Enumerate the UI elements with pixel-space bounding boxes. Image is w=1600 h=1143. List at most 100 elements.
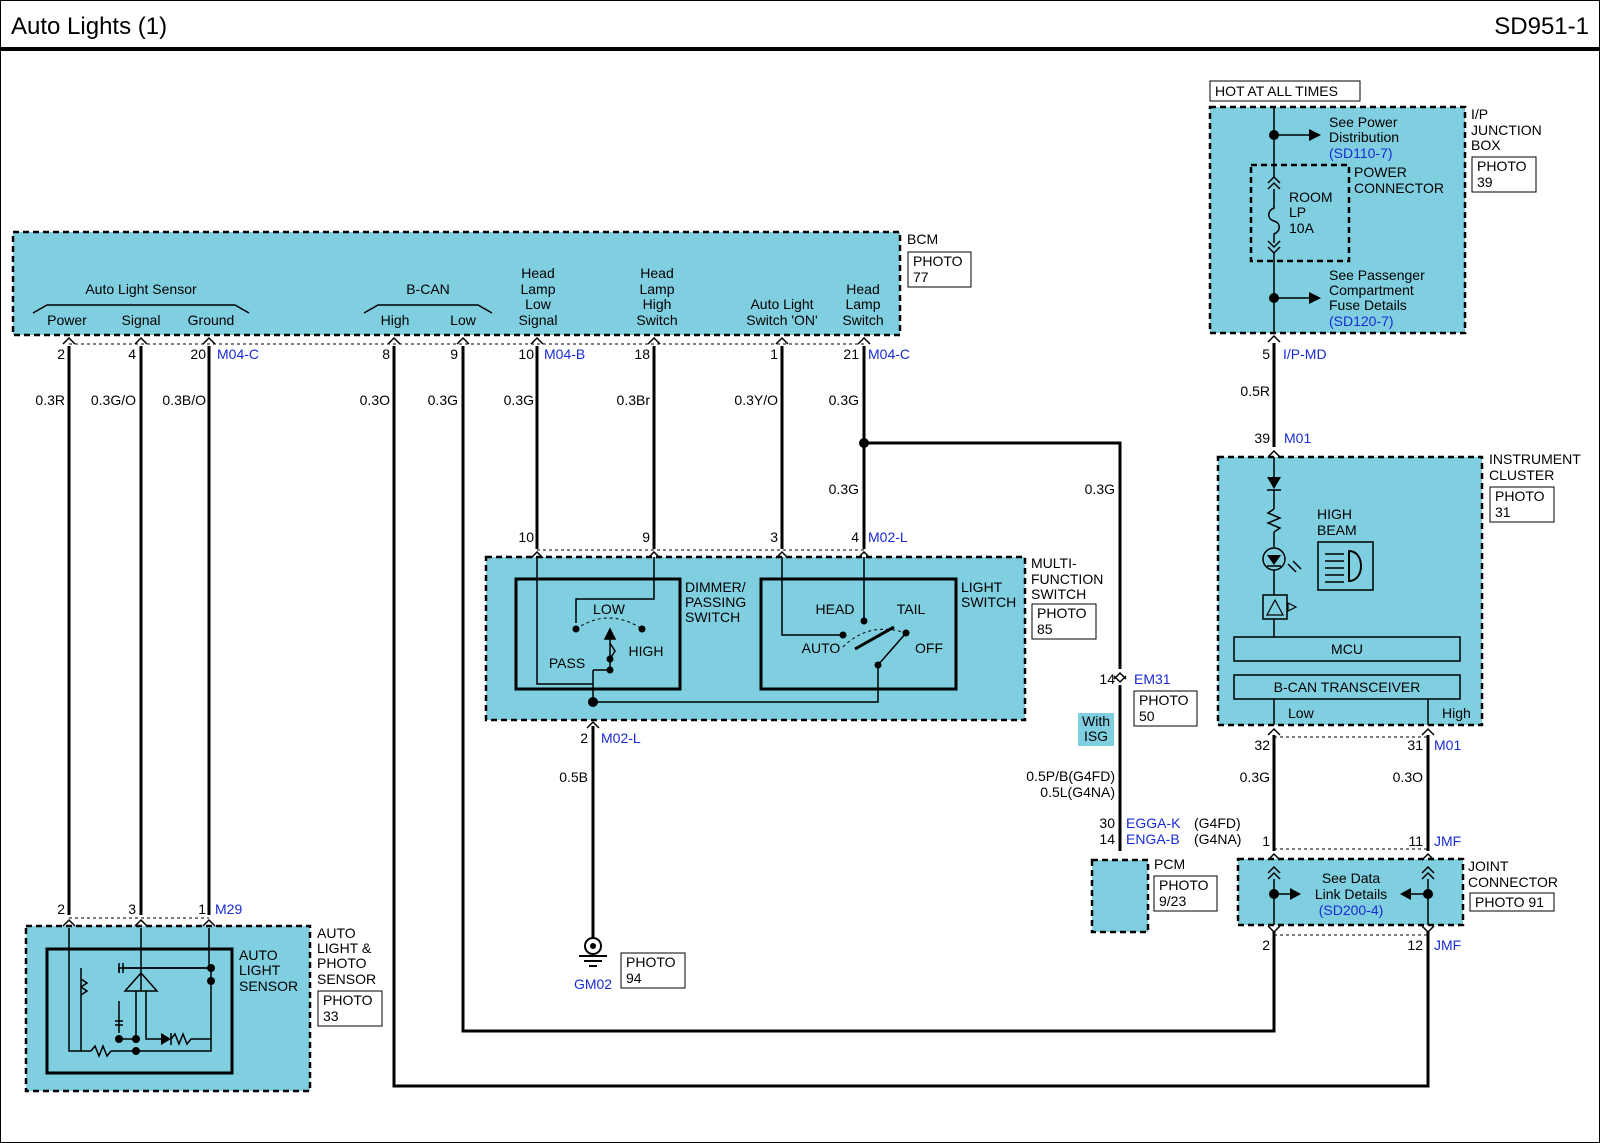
fuse-label-2: LP bbox=[1289, 204, 1306, 220]
bcm-connector-b: M04-B bbox=[544, 346, 585, 362]
pcm-pin-2: 14 bbox=[1099, 831, 1115, 847]
bcm-pin-number: 1 bbox=[770, 346, 778, 362]
wire-label: 0.3G/O bbox=[91, 392, 136, 408]
light-switch-name-2: SWITCH bbox=[961, 594, 1016, 610]
wire-label: 0.5L(G4NA) bbox=[1040, 784, 1115, 800]
bcm-pin-ground: Ground bbox=[188, 312, 235, 328]
wire-label: 0.3G bbox=[428, 392, 458, 408]
ipjb-pin: 5 bbox=[1262, 346, 1270, 362]
sensor-pin-number: 3 bbox=[128, 901, 136, 917]
power-connector-2: CONNECTOR bbox=[1354, 180, 1444, 196]
sensor-name-3: PHOTO bbox=[317, 955, 367, 971]
high-beam-1: HIGH bbox=[1317, 506, 1352, 522]
bcm-pin-hl-high-3: High bbox=[643, 296, 672, 312]
bcm-pin-number: 2 bbox=[57, 346, 65, 362]
bcm-pin-hl-low-2: Lamp bbox=[520, 281, 555, 297]
sensor-name-4: SENSOR bbox=[317, 971, 376, 987]
cluster-photo-box bbox=[1489, 486, 1555, 523]
bcm-pin-number: 10 bbox=[518, 346, 534, 362]
wire-label: 0.5P/B(G4FD) bbox=[1026, 768, 1115, 784]
pcm-pin-1: 30 bbox=[1099, 815, 1115, 831]
dimmer-low: LOW bbox=[593, 601, 626, 617]
sensor-inner-2: LIGHT bbox=[239, 962, 281, 978]
wire-label: 0.3B/O bbox=[162, 392, 206, 408]
header-bar: Auto Lights (1) SD951-1 bbox=[1, 1, 1599, 51]
ipjb-box bbox=[1208, 105, 1467, 335]
bcm-pin-number: 4 bbox=[128, 346, 136, 362]
fuse-label-3: 10A bbox=[1289, 220, 1315, 236]
sensor-inner-3: SENSOR bbox=[239, 978, 298, 994]
diagram-code: SD951-1 bbox=[1494, 13, 1589, 40]
mfs-ground-splice bbox=[588, 697, 598, 707]
isg-badge bbox=[1078, 713, 1114, 746]
dimmer-switch-box bbox=[514, 577, 682, 691]
bcm-group-bcan: B-CAN bbox=[406, 281, 450, 297]
bcm-pin-number: 20 bbox=[190, 346, 206, 362]
splice-dot bbox=[859, 438, 869, 448]
jc-see-2: Link Details bbox=[1315, 886, 1387, 902]
ipjb-photo-box bbox=[1471, 156, 1537, 193]
ipjb-photo: PHOTO bbox=[1477, 158, 1527, 174]
ipjb-name-3: BOX bbox=[1471, 137, 1501, 153]
light-switch-box bbox=[759, 577, 958, 691]
wire-label: 0.5B bbox=[559, 769, 588, 785]
em31-pin: 14 bbox=[1099, 671, 1115, 687]
ground-photo-no: 94 bbox=[626, 970, 642, 986]
power-connector-box bbox=[1249, 163, 1351, 263]
sensor-box bbox=[24, 924, 312, 1093]
ipjb-see2-1: See Passenger bbox=[1329, 267, 1425, 283]
wires bbox=[67, 343, 1430, 1088]
ipjb-connector: I/P-MD bbox=[1283, 346, 1327, 362]
sensor-name-2: LIGHT & bbox=[317, 940, 372, 956]
sensor-photo-no: 33 bbox=[323, 1008, 339, 1024]
sensor-inner-box bbox=[45, 947, 234, 1075]
cluster-pin-low: 32 bbox=[1254, 737, 1270, 753]
pcm-connector-1: EGGA-K bbox=[1126, 815, 1181, 831]
sensor-connector: M29 bbox=[215, 901, 242, 917]
ipjb-see2-ref: (SD120-7) bbox=[1329, 313, 1394, 329]
sensor-inner-1: AUTO bbox=[239, 947, 278, 963]
em31-connector: EM31 bbox=[1134, 671, 1171, 687]
mcu-box bbox=[1233, 636, 1461, 662]
ipjb-photo-no: 39 bbox=[1477, 174, 1493, 190]
bcm-pin-als: Auto Light Switch 'ON' bbox=[746, 296, 817, 328]
jc-pin-left: 1 bbox=[1262, 833, 1270, 849]
dimmer-name-1: DIMMER/ bbox=[685, 579, 746, 595]
light-off: OFF bbox=[915, 640, 943, 656]
bcm-pin-hls-3: Switch bbox=[842, 312, 883, 328]
pcm-variant-2: (G4NA) bbox=[1194, 831, 1241, 847]
wire-label: 0.3G bbox=[829, 392, 859, 408]
ipjb-see2-2: Compartment bbox=[1329, 282, 1414, 298]
jc-name-1: JOINT bbox=[1468, 858, 1509, 874]
dimmer-switch-schematic bbox=[536, 557, 907, 704]
bcan-transceiver-box bbox=[1233, 674, 1461, 700]
ipjb-see1-1: See Power bbox=[1329, 114, 1398, 130]
jc-pin-bottom-left: 2 bbox=[1262, 937, 1270, 953]
cluster-photo: PHOTO bbox=[1495, 488, 1545, 504]
wire-label: 0.3G bbox=[504, 392, 534, 408]
wire-label: 0.3G bbox=[829, 481, 859, 497]
jc-name-2: CONNECTOR bbox=[1468, 874, 1558, 890]
mfs-name-2: FUNCTION bbox=[1031, 571, 1103, 587]
wire-label: 0.3Y/O bbox=[734, 392, 778, 408]
wire-labels: 0.3R 0.3G/O 0.3B/O 0.3O 0.3G 0.3G 0.3Br … bbox=[35, 383, 1423, 800]
bcan-transceiver-label: B-CAN TRANSCEIVER bbox=[1274, 679, 1421, 695]
bcm-connector-c2: M04-C bbox=[868, 346, 910, 362]
pcm-photo-box bbox=[1153, 875, 1218, 912]
fuse-label-1: ROOM bbox=[1289, 189, 1333, 205]
mfs-box bbox=[484, 555, 1027, 722]
bcm-pin-number: 21 bbox=[843, 346, 859, 362]
ground-symbol-icon bbox=[579, 937, 607, 967]
dimmer-high: HIGH bbox=[629, 643, 664, 659]
mfs-photo-no: 85 bbox=[1037, 621, 1053, 637]
light-tail: TAIL bbox=[897, 601, 926, 617]
mfs-pin-number: 10 bbox=[518, 529, 534, 545]
page-title: Auto Lights (1) bbox=[11, 13, 168, 40]
cluster-name-2: CLUSTER bbox=[1489, 467, 1554, 483]
bcm-group-bcan-bracket bbox=[363, 304, 493, 314]
mfs-pin-number: 4 bbox=[851, 529, 859, 545]
pcm-photo: PHOTO bbox=[1159, 877, 1209, 893]
wire-label: 0.3R bbox=[35, 392, 65, 408]
cluster-photo-no: 31 bbox=[1495, 504, 1511, 520]
